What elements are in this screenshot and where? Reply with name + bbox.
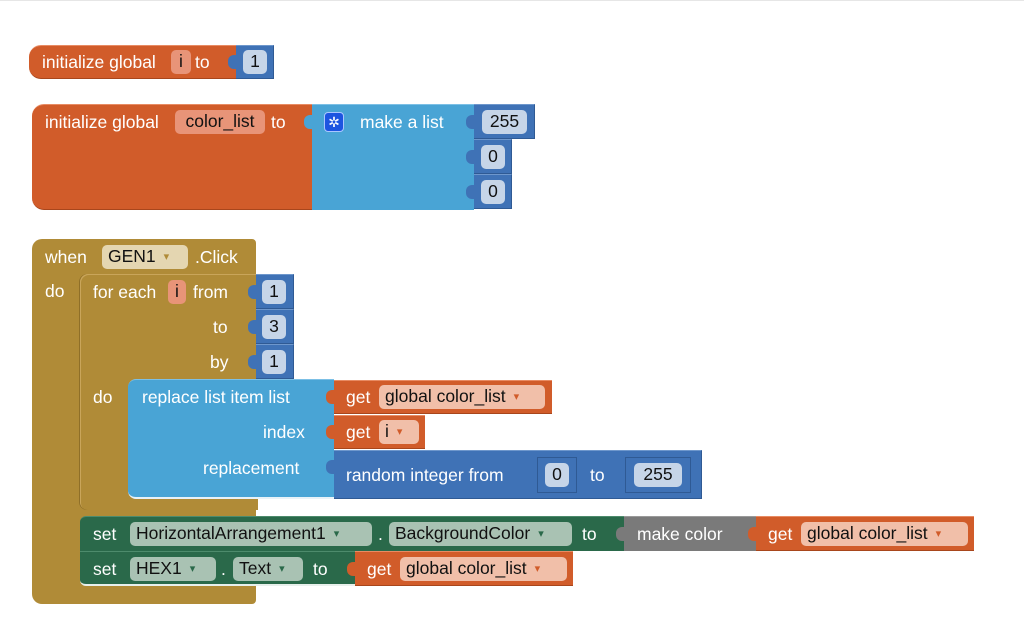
to-label: to: [195, 52, 210, 72]
to-label: to: [271, 112, 286, 132]
number-field[interactable]: 255: [482, 110, 527, 134]
init-global-label: initialize global: [45, 112, 159, 132]
replacement-label: replacement: [203, 458, 300, 478]
make-a-list-label: make a list: [360, 112, 444, 132]
number-field[interactable]: 1: [262, 280, 286, 304]
socket-notch: [248, 320, 256, 334]
socket-notch: [248, 355, 256, 369]
var-name-field[interactable]: i: [171, 50, 191, 74]
event-name-label: .Click: [195, 247, 238, 267]
do-label: do: [93, 387, 113, 407]
get-label: get: [768, 524, 793, 544]
socket-notch: [326, 390, 334, 404]
to-label: to: [313, 559, 328, 579]
replace-list-item-block[interactable]: [128, 379, 334, 499]
make-color-block[interactable]: [624, 516, 756, 551]
socket-notch: [248, 285, 256, 299]
socket-notch: [326, 425, 334, 439]
init-global-i-block[interactable]: [29, 45, 239, 79]
number-field[interactable]: 1: [262, 350, 286, 374]
socket-notch: [304, 115, 312, 129]
to-label: to: [590, 465, 605, 485]
set-text-block[interactable]: [80, 551, 358, 586]
to-label: to: [213, 317, 228, 337]
random-integer-label: random integer from: [346, 465, 504, 485]
replace-list-item-label: replace list item list: [142, 387, 290, 407]
init-global-color-list-block[interactable]: [32, 104, 314, 210]
socket-notch: [616, 527, 624, 541]
socket-notch: [228, 55, 236, 69]
number-field[interactable]: 0: [481, 145, 505, 169]
index-label: index: [263, 422, 305, 442]
by-label: by: [210, 352, 229, 372]
socket-notch: [466, 185, 474, 199]
variable-dropdown[interactable]: global color_list: [400, 557, 567, 581]
var-name-field[interactable]: color_list: [175, 110, 265, 134]
variable-dropdown[interactable]: global color_list: [379, 385, 545, 409]
component-dropdown[interactable]: HEX1: [130, 557, 216, 581]
set-label: set: [93, 524, 117, 544]
loop-var-field[interactable]: i: [168, 280, 186, 304]
get-label: get: [346, 387, 371, 407]
dot-label: .: [378, 524, 383, 544]
get-label: get: [367, 559, 392, 579]
variable-dropdown[interactable]: global color_list: [801, 522, 968, 546]
socket-notch: [466, 150, 474, 164]
get-label: get: [346, 422, 371, 442]
number-field[interactable]: 0: [545, 463, 569, 487]
component-dropdown[interactable]: HorizontalArrangement1: [130, 522, 372, 546]
from-label: from: [193, 282, 228, 302]
make-color-label: make color: [637, 524, 723, 544]
number-field[interactable]: 0: [481, 180, 505, 204]
number-field[interactable]: 1: [243, 50, 267, 74]
property-dropdown[interactable]: Text: [233, 557, 303, 581]
to-label: to: [582, 524, 597, 544]
when-label: when: [45, 247, 87, 267]
for-each-label: for each: [93, 282, 157, 302]
dot-label: .: [221, 559, 226, 579]
socket-notch: [748, 527, 756, 541]
socket-notch: [347, 562, 355, 576]
gear-icon[interactable]: ✲: [324, 112, 344, 132]
property-dropdown[interactable]: BackgroundColor: [389, 522, 572, 546]
number-field[interactable]: 3: [262, 315, 286, 339]
socket-notch: [326, 460, 334, 474]
socket-notch: [466, 115, 474, 129]
set-label: set: [93, 559, 117, 579]
number-field[interactable]: 255: [634, 463, 682, 487]
component-dropdown[interactable]: GEN1: [102, 245, 188, 269]
do-label: do: [45, 281, 65, 301]
init-global-label: initialize global: [42, 52, 156, 72]
variable-dropdown[interactable]: i: [379, 420, 419, 444]
top-border: [0, 0, 1024, 1]
